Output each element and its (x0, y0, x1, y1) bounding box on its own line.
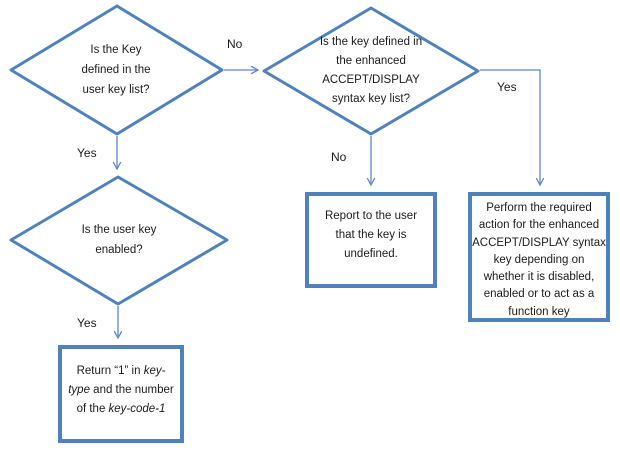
process-report-undefined-text: Report to the user that the key is undef… (324, 210, 418, 260)
connector-yes-to-perform (480, 69, 545, 187)
process-return-key-type-line1: Return “1” in key- (76, 365, 166, 377)
decision-enhanced-syntax-list-text: Is the key defined in the enhanced ACCEP… (319, 36, 423, 105)
decision-user-key-enabled-text: Is the user key enabled? (81, 224, 157, 256)
edge-label-yes-to-return: Yes (77, 316, 97, 330)
decision-enhanced-syntax-list-shape (262, 6, 480, 136)
process-return-key-type-box: Return “1” in key- type and the number o… (58, 345, 184, 443)
process-report-undefined-box: Report to the user that the key is undef… (305, 192, 437, 288)
edge-label-yes-to-enabled: Yes (77, 146, 97, 160)
edge-label-yes-to-perform: Yes (497, 80, 517, 94)
process-return-key-type-line3: of the key-code-1 (76, 403, 166, 415)
edge-label-no-to-enhanced: No (227, 37, 243, 51)
decision-user-key-enabled-shape (9, 175, 229, 306)
process-perform-enhanced-action-text: Perform the required action for the enha… (472, 202, 606, 318)
decision-user-key-list-text: Is the Key defined in the user key list? (81, 44, 151, 96)
process-perform-enhanced-action-box: Perform the required action for the enha… (468, 192, 610, 322)
edge-label-no-to-report: No (331, 150, 347, 164)
process-return-key-type-line2: type and the number (68, 384, 174, 396)
decision-user-key-list-shape (9, 4, 224, 136)
